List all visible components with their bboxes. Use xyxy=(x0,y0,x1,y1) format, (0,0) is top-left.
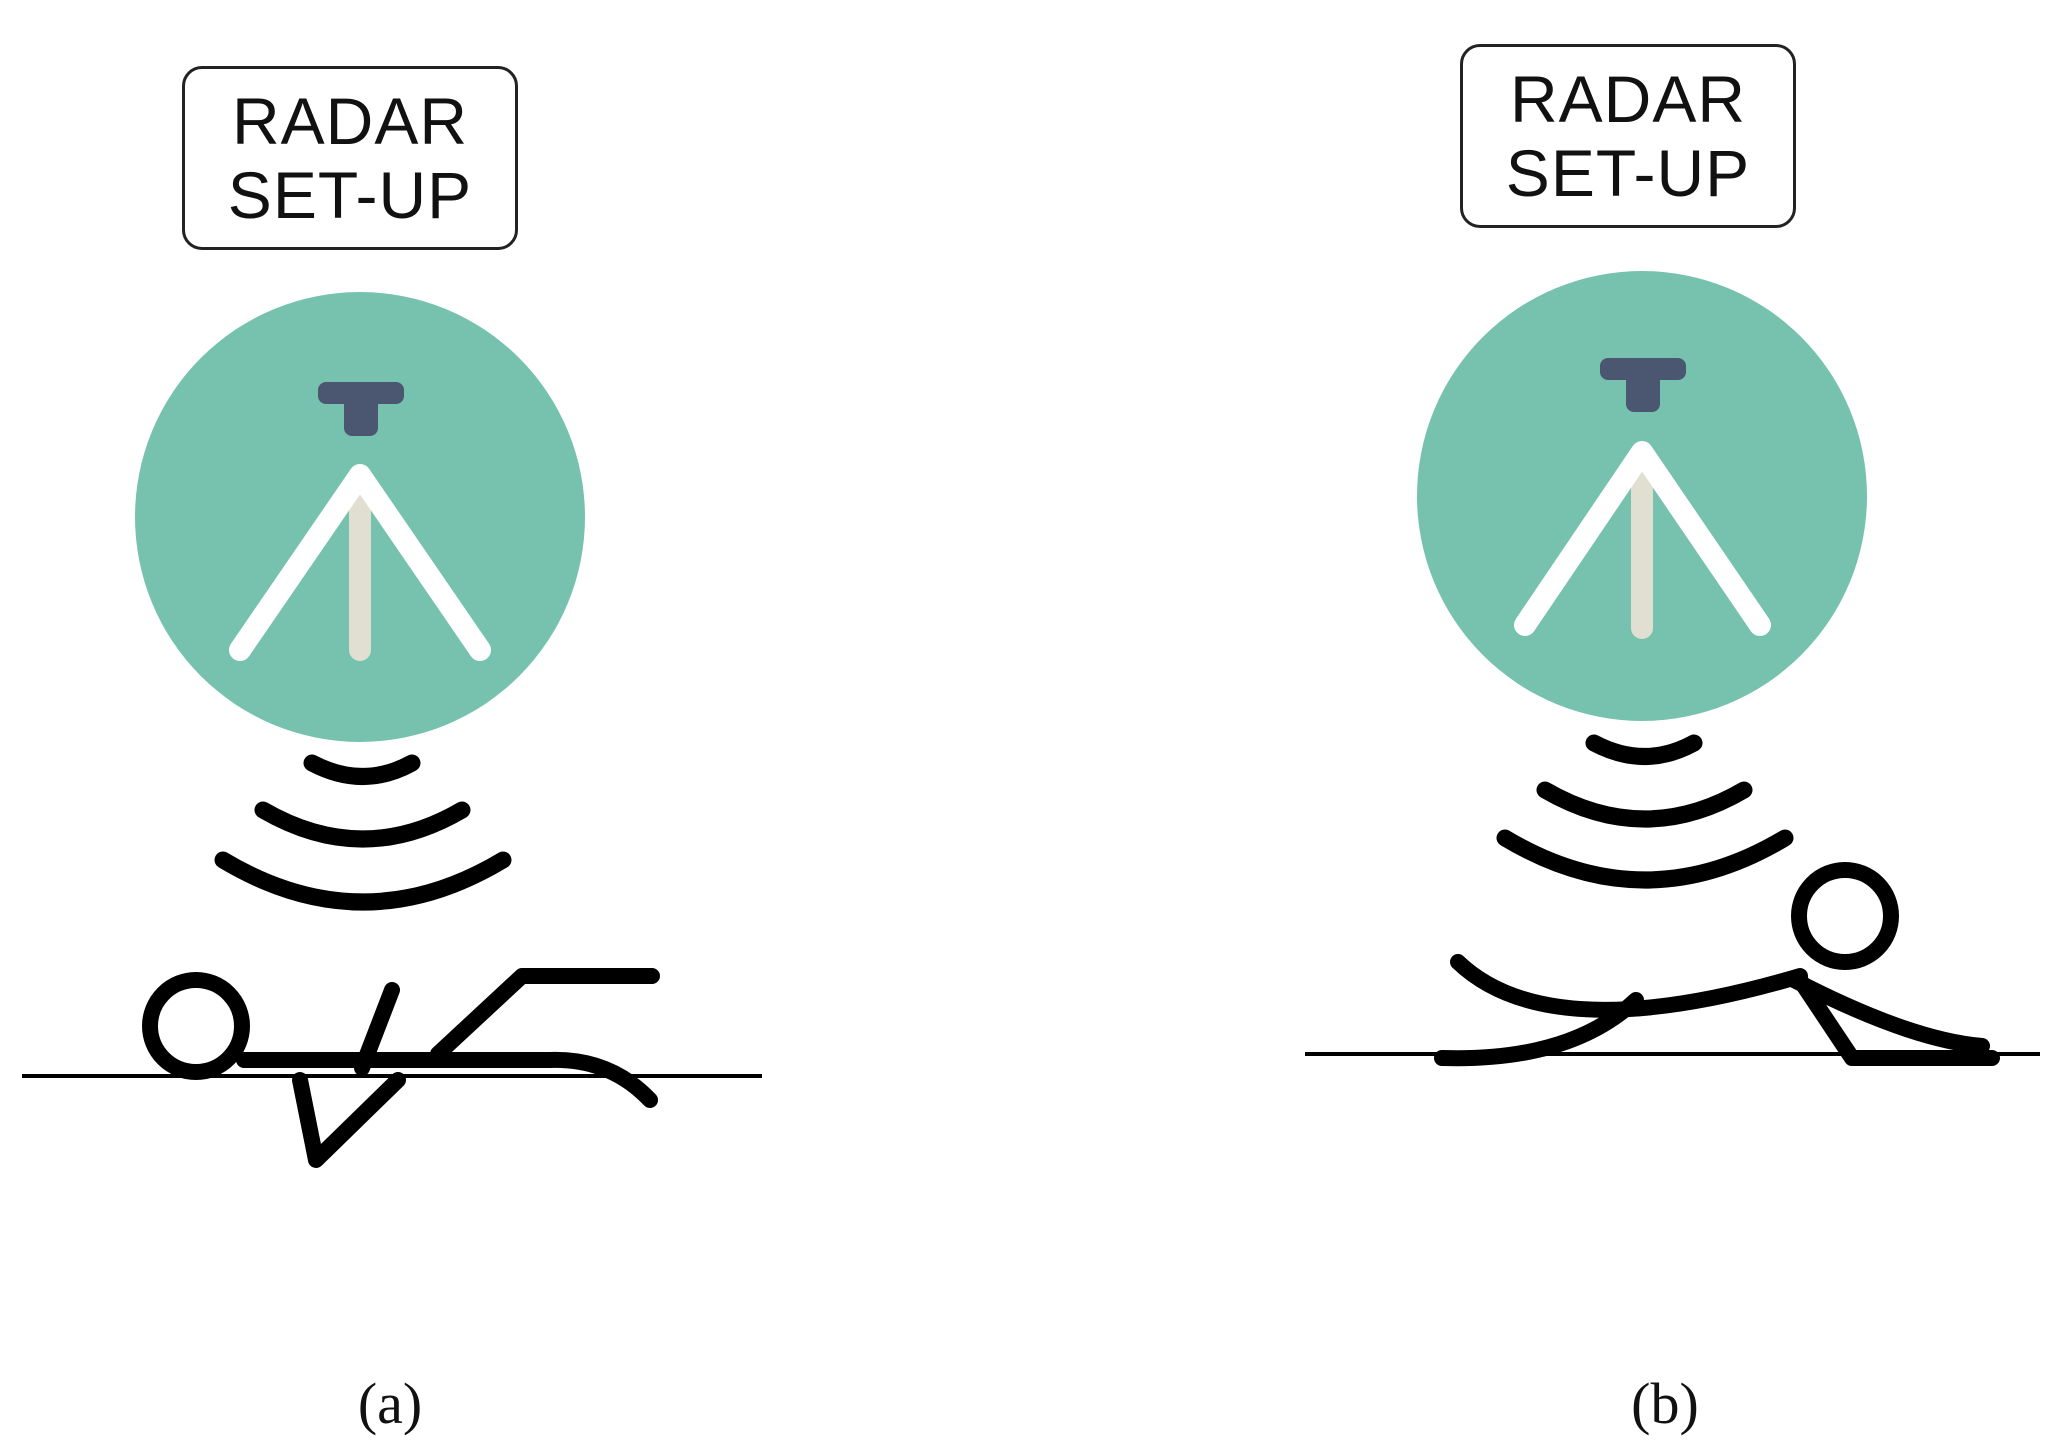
antenna-mount-icon xyxy=(318,382,404,436)
panel-a: RADAR SET-UP (a) xyxy=(22,66,762,1436)
crawling-person-figure xyxy=(1434,862,2000,1067)
radar-setup-label: RADAR SET-UP xyxy=(1460,44,1796,228)
radar-waves-icon xyxy=(1496,734,1794,889)
tripod-icon xyxy=(1514,441,1771,639)
radar-label-line1: RADAR xyxy=(231,84,469,158)
tripod-icon xyxy=(229,464,491,661)
radar-label-line2: SET-UP xyxy=(227,158,473,232)
radar-waves-icon xyxy=(214,754,512,911)
caption-a: (a) xyxy=(357,1371,423,1436)
scene-a xyxy=(22,292,762,1168)
scene-b xyxy=(1305,271,2040,1067)
antenna-mount-icon xyxy=(1600,358,1686,412)
panel-b: RADAR SET-UP (b) xyxy=(1030,0,2060,1456)
caption-b: (b) xyxy=(1631,1371,1699,1436)
radar-label-line1: RADAR xyxy=(1509,62,1747,136)
radar-setup-label: RADAR SET-UP xyxy=(182,66,518,250)
lying-person-figure xyxy=(142,968,660,1168)
radar-label-line2: SET-UP xyxy=(1505,136,1751,210)
